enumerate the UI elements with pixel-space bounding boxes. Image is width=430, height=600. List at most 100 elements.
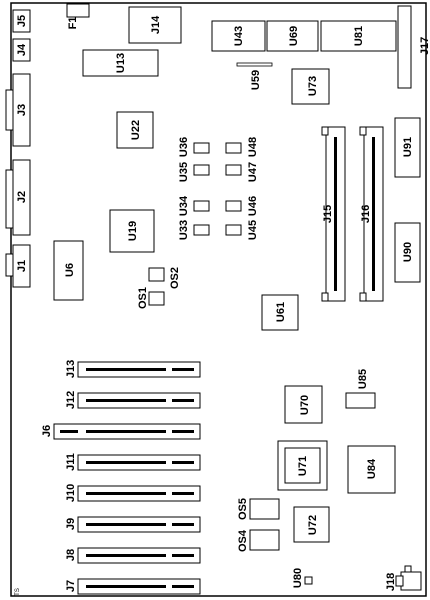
expansion-slot-j11	[77, 454, 201, 471]
label-j18: J18	[385, 573, 397, 591]
label-u72: U72	[307, 515, 319, 535]
chip-u46	[225, 200, 242, 212]
connector-j2	[12, 159, 31, 236]
label-j12: J12	[65, 391, 77, 409]
label-os2: OS2	[169, 267, 181, 289]
connector-j16-slot	[372, 137, 375, 291]
fuse-f1	[66, 3, 90, 18]
expansion-slot-j13	[77, 361, 201, 378]
oscillator-os2	[148, 267, 165, 282]
chip-u90	[394, 222, 421, 283]
chip-u33	[193, 224, 210, 236]
label-u19: U19	[127, 221, 139, 241]
label-u35: U35	[178, 162, 190, 182]
chip-u61	[261, 294, 299, 331]
connector-j17	[397, 5, 412, 89]
label-u22: U22	[130, 120, 142, 140]
label-u73: U73	[307, 76, 319, 96]
label-u36: U36	[178, 137, 190, 157]
label-j11: J11	[65, 453, 77, 471]
label-u43: U43	[233, 26, 245, 46]
connector-j18-pin	[404, 565, 412, 573]
expansion-slot-j6	[53, 423, 201, 440]
chip-u80	[304, 576, 313, 585]
label-j7: J7	[65, 580, 77, 592]
oscillator-os1	[148, 291, 165, 306]
board-tag: TS	[15, 588, 21, 596]
connector-j15-slot	[334, 137, 337, 291]
label-u13: U13	[115, 53, 127, 73]
label-j5: J5	[16, 15, 28, 27]
expansion-slot-j9	[77, 516, 201, 533]
chip-u70	[284, 385, 323, 424]
label-j2: J2	[16, 191, 28, 203]
chip-u71	[284, 447, 321, 484]
chip-u19	[109, 209, 155, 253]
label-os4: OS4	[237, 529, 249, 552]
label-j3: J3	[16, 104, 28, 116]
connector-j18	[400, 571, 422, 591]
label-u91: U91	[402, 137, 414, 157]
connector-j5	[12, 9, 31, 33]
chip-u35	[193, 164, 210, 176]
chip-u43	[211, 20, 266, 52]
label-u81: U81	[353, 26, 365, 46]
expansion-slot-j8	[77, 547, 201, 564]
label-u45: U45	[247, 220, 259, 240]
connector-j3	[12, 73, 31, 147]
label-os5: OS5	[237, 498, 249, 520]
expansion-slot-j7	[77, 578, 201, 595]
label-j15: J15	[322, 205, 334, 223]
label-j16: J16	[360, 205, 372, 223]
chip-u34	[193, 200, 210, 212]
chip-u48	[225, 142, 242, 154]
chip-u81	[320, 20, 397, 52]
label-u59: U59	[250, 70, 262, 90]
connector-j15-latch-top	[321, 126, 329, 136]
label-j13: J13	[65, 360, 77, 378]
chip-u85	[345, 392, 376, 409]
connector-j4	[12, 38, 31, 62]
oscillator-os4	[249, 529, 280, 551]
chip-u36	[193, 142, 210, 154]
label-u48: U48	[247, 137, 259, 157]
chip-u69	[266, 20, 319, 52]
label-j4: J4	[16, 43, 28, 56]
chip-u6	[53, 240, 84, 301]
chip-u72	[293, 506, 330, 543]
label-j6: J6	[41, 425, 53, 437]
expansion-slot-j12	[77, 392, 201, 409]
chip-u47	[225, 164, 242, 176]
label-j17: J17	[419, 37, 430, 55]
label-u46: U46	[247, 196, 259, 216]
connector-j16-latch-top	[359, 126, 367, 136]
expansion-slot-j10	[77, 485, 201, 502]
connector-j18-jack	[395, 575, 404, 587]
label-u61: U61	[275, 302, 287, 322]
connector-j15-latch-bottom	[321, 292, 329, 302]
label-u69: U69	[288, 26, 300, 46]
label-j14: J14	[150, 15, 162, 34]
label-j9: J9	[65, 518, 77, 530]
label-u71: U71	[297, 456, 309, 476]
label-u70: U70	[299, 395, 311, 415]
chip-u91	[394, 117, 421, 178]
label-j8: J8	[65, 549, 77, 561]
label-u33: U33	[178, 220, 190, 240]
connector-j14	[128, 6, 182, 44]
chip-u59	[236, 62, 273, 67]
chip-u13	[82, 49, 159, 77]
connector-j16-latch-bottom	[359, 292, 367, 302]
chip-u45	[225, 224, 242, 236]
label-f1: F1	[67, 17, 79, 30]
oscillator-os5	[249, 498, 280, 520]
label-os1: OS1	[137, 287, 149, 309]
label-u90: U90	[402, 242, 414, 262]
label-j1: J1	[16, 260, 28, 272]
label-u84: U84	[366, 458, 378, 479]
label-u47: U47	[247, 162, 259, 182]
chip-u84	[347, 445, 396, 494]
label-j10: J10	[65, 484, 77, 502]
chip-u22	[116, 111, 154, 149]
